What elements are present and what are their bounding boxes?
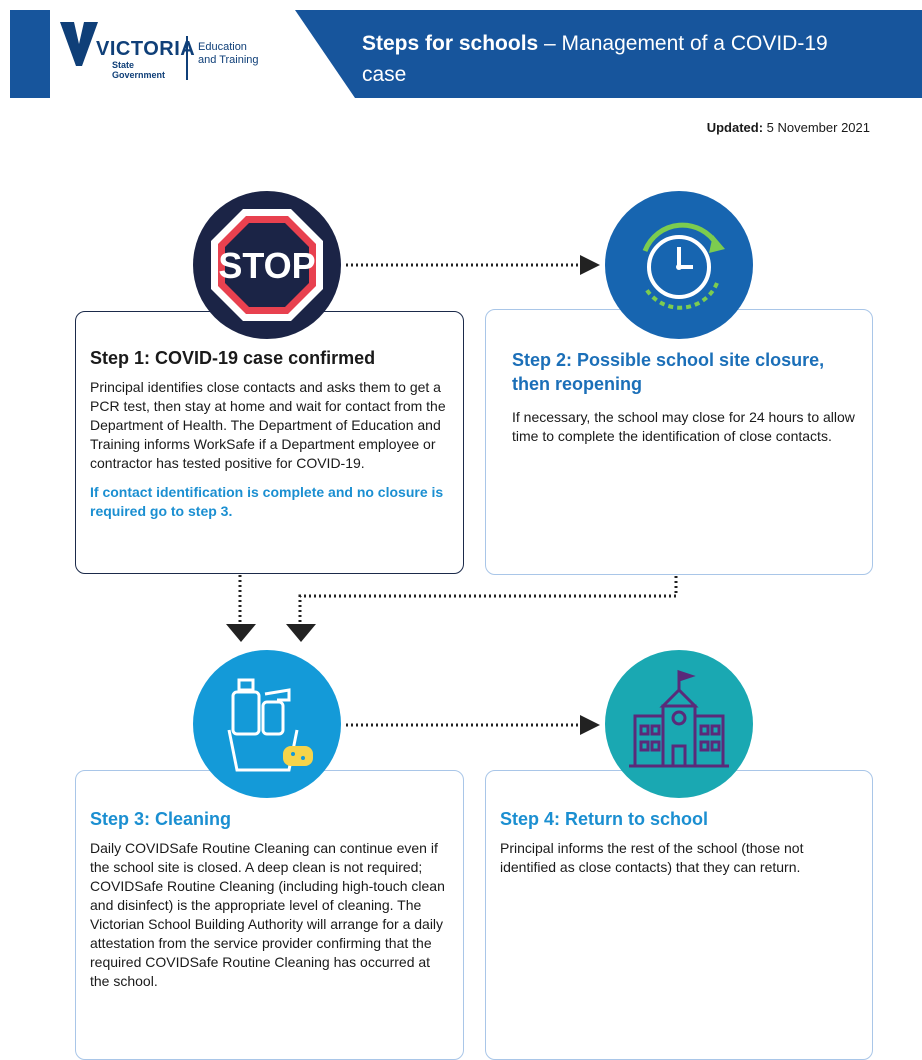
- step-2-title: Step 2: Possible school site closure, th…: [512, 350, 825, 394]
- step-1-box: Step 1: COVID-19 case confirmed Principa…: [75, 311, 464, 574]
- logo-area: [10, 10, 300, 98]
- step-2-box: Step 2: Possible school site closure, th…: [485, 309, 873, 575]
- logo-name: VICTORIA: [96, 38, 196, 60]
- svg-text:STOP: STOP: [218, 245, 315, 286]
- step-1-title: Step 1: COVID-19 case confirmed: [90, 348, 376, 368]
- logo-subtitle: State Government: [112, 60, 166, 80]
- clock-icon: [605, 191, 753, 339]
- stop-sign-icon: STOP: [193, 191, 341, 339]
- logo-divider: [186, 36, 188, 80]
- page-title: Steps for schools – Management of a COVI…: [362, 32, 828, 86]
- victoria-logo-icon: [60, 22, 98, 66]
- arrow-down-icon: [286, 624, 316, 642]
- header-title-band: [295, 10, 922, 98]
- school-building-icon: [605, 650, 753, 798]
- step-3-title: Step 3: Cleaning: [90, 809, 232, 829]
- step-4-body: Principal informs the rest of the school…: [500, 840, 804, 875]
- step-2-body: If necessary, the school may close for 2…: [512, 409, 855, 444]
- step-1-note: If contact identification is complete an…: [90, 484, 444, 519]
- arrow-down-icon: [226, 624, 256, 642]
- cleaning-supplies-icon: [193, 650, 341, 798]
- updated-date: Updated: 5 November 2021: [706, 120, 870, 135]
- step-4-box: Step 4: Return to school Principal infor…: [485, 770, 873, 1060]
- step-3-box: Step 3: Cleaning Daily COVIDSafe Routine…: [75, 770, 464, 1060]
- step-1-body: Principal identifies close contacts and …: [90, 379, 446, 471]
- department-name: Education and Training: [198, 41, 259, 66]
- step-4-title: Step 4: Return to school: [500, 809, 709, 829]
- arrow-right-icon: [580, 255, 600, 275]
- arrow-right-icon: [580, 715, 600, 735]
- header-left-band: [10, 10, 50, 98]
- step-3-body: Daily COVIDSafe Routine Cleaning can con…: [90, 840, 445, 989]
- page-header: VICTORIA State Government Education and …: [0, 0, 922, 100]
